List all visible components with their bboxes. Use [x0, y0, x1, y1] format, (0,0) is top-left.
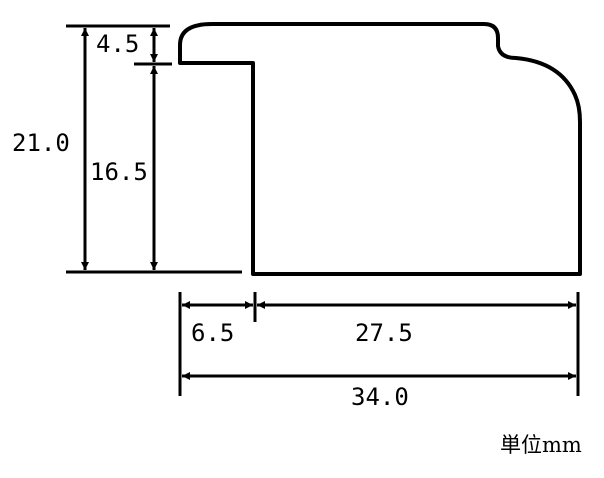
left-width-label: 6.5 — [191, 319, 234, 347]
lip-height-label: 4.5 — [96, 30, 139, 58]
lower-height-label: 16.5 — [90, 158, 148, 186]
total-height-label: 21.0 — [12, 129, 70, 157]
main-width-label: 27.5 — [355, 319, 413, 347]
unit-label: 単位mm — [500, 433, 582, 457]
total-width-label: 34.0 — [351, 383, 409, 411]
profile-outline — [178, 22, 582, 276]
